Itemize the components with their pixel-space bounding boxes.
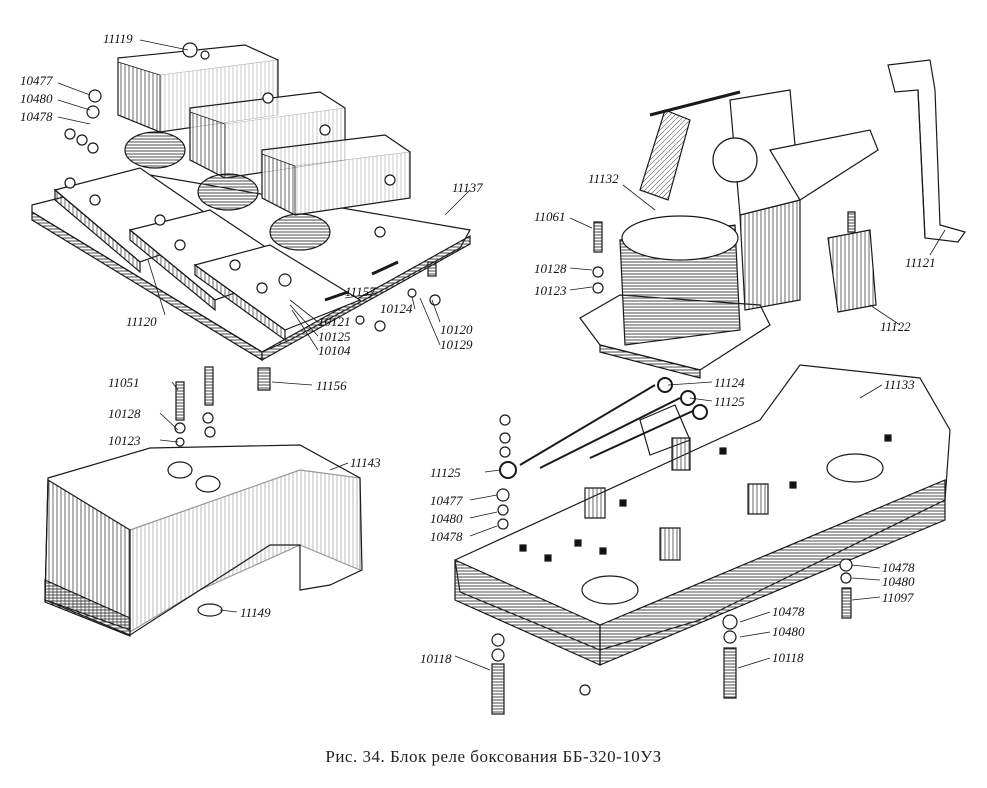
part-label-10123: 10123: [108, 433, 141, 448]
part-label-10477: 10477: [430, 493, 463, 508]
part-label-10128: 10128: [534, 261, 567, 276]
part-label-11157: 11157: [345, 284, 376, 299]
part-label-10104: 10104: [318, 343, 351, 358]
part-label-10478: 10478: [430, 529, 463, 544]
figure-caption: Рис. 34. Блок реле боксования ББ-320-10У…: [325, 747, 662, 766]
part-label-11061: 11061: [534, 209, 566, 224]
part-label-11149: 11149: [240, 605, 271, 620]
part-label-10480: 10480: [882, 574, 915, 589]
part-label-11124: 11124: [714, 375, 745, 390]
clamp-11122: [828, 212, 876, 312]
part-label-11097: 11097: [882, 590, 914, 605]
part-label-11125: 11125: [430, 465, 461, 480]
fasteners-base: [492, 415, 852, 714]
leader-lines: [58, 40, 945, 670]
part-label-11156: 11156: [316, 378, 347, 393]
part-label-10120: 10120: [440, 322, 473, 337]
relay-11132: [580, 90, 878, 378]
base-block-11133: [455, 365, 950, 665]
part-label-11122: 11122: [880, 319, 911, 334]
part-label-11137: 11137: [452, 180, 483, 195]
part-label-11125: 11125: [714, 394, 745, 409]
part-label-10478: 10478: [20, 109, 53, 124]
relay-assembly-top-left: [32, 43, 470, 360]
part-label-10478: 10478: [772, 604, 805, 619]
part-label-11120: 11120: [126, 314, 157, 329]
part-label-10121: 10121: [318, 314, 351, 329]
part-label-11132: 11132: [588, 171, 619, 186]
part-label-10480: 10480: [772, 624, 805, 639]
part-label-10478: 10478: [882, 560, 915, 575]
part-label-11133: 11133: [884, 377, 915, 392]
part-label-10128: 10128: [108, 406, 141, 421]
part-label-10480: 10480: [430, 511, 463, 526]
part-label-10477: 10477: [20, 73, 53, 88]
part-label-10480: 10480: [20, 91, 53, 106]
screws-11061: [593, 222, 603, 293]
part-label-10129: 10129: [440, 337, 473, 352]
part-label-10125: 10125: [318, 329, 351, 344]
part-label-11143: 11143: [350, 455, 381, 470]
part-label-10118: 10118: [420, 651, 452, 666]
part-label-11051: 11051: [108, 375, 140, 390]
connecting-rods: [500, 378, 707, 478]
part-label-10118: 10118: [772, 650, 804, 665]
screws-middle-left: [175, 367, 270, 446]
relay-cover-11143: [45, 445, 362, 636]
part-label-10124: 10124: [380, 301, 413, 316]
part-label-11121: 11121: [905, 255, 936, 270]
part-label-11119: 11119: [103, 31, 133, 46]
part-label-10123: 10123: [534, 283, 567, 298]
bracket-11121: [888, 60, 965, 242]
